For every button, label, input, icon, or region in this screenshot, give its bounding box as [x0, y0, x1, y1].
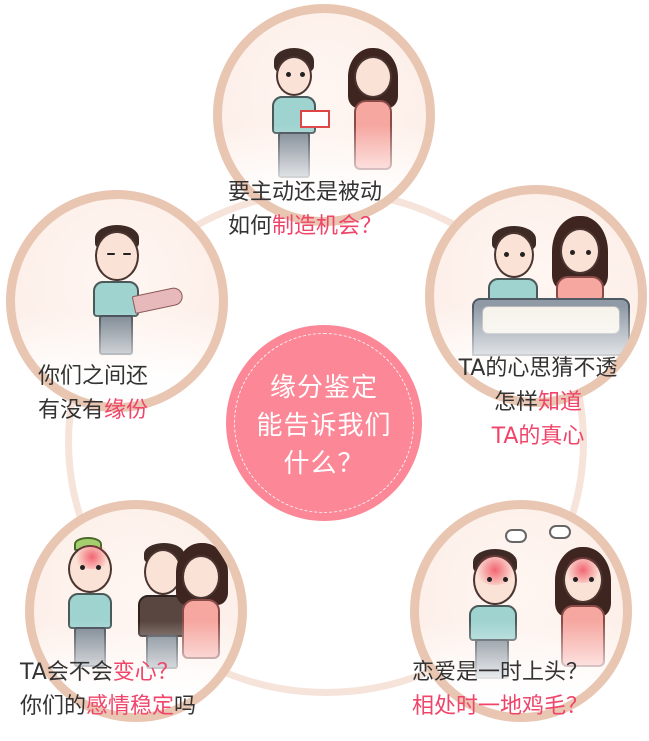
caption-text: 吗 [174, 694, 197, 719]
caption-highlight: 制造机会？ [272, 214, 383, 239]
caption-highlight: 变心？ [112, 660, 179, 685]
caption-text: 怎样 [493, 390, 538, 415]
center-badge: 缘分鉴定 能告诉我们 什么？ [226, 325, 422, 521]
bubble-left [6, 190, 228, 412]
caption-right-line3: TA的真心 [491, 424, 585, 449]
caption-bottom-right: 恋爱是一时上头？ 相处时一地鸡毛？ [412, 656, 588, 724]
caption-bottom-left: TA会不会变心？ 你们的感情稳定吗 [20, 656, 196, 724]
caption-br-line1: 恋爱是一时上头？ [412, 660, 589, 685]
caption-left: 你们之间还 有没有缘份 [38, 360, 148, 428]
caption-text: TA会不会 [20, 660, 113, 685]
caption-right-line1: TA的心思猜不透 [458, 356, 618, 381]
bubble-fade [434, 306, 638, 398]
caption-highlight: 知道 [538, 390, 583, 415]
center-line-3: 什么？ [283, 449, 365, 479]
caption-right-line2: 怎样知道 [438, 386, 638, 420]
caption-text: 如何 [228, 214, 273, 239]
steam-icon [505, 529, 527, 543]
bubble-fade [15, 311, 219, 403]
caption-bl-line1: TA会不会变心？ [20, 656, 196, 690]
caption-left-line1: 你们之间还 [38, 364, 149, 389]
caption-text: 有没有 [38, 398, 105, 423]
bubble-fade [222, 125, 426, 217]
caption-top: 要主动还是被动 如何制造机会？ [228, 176, 382, 244]
bubble-bottom-right [410, 500, 632, 722]
bubble-fade [419, 621, 623, 713]
caption-right: TA的心思猜不透 怎样知道 TA的真心 [438, 352, 638, 454]
caption-br-line2: 相处时一地鸡毛？ [412, 694, 589, 719]
center-line-1: 缘分鉴定 [269, 373, 378, 403]
center-title: 缘分鉴定 能告诉我们 什么？ [226, 369, 422, 483]
caption-text: 你们的 [20, 694, 87, 719]
caption-top-line2: 如何制造机会？ [228, 210, 382, 244]
bubble-fade [34, 621, 238, 713]
caption-highlight: 缘份 [104, 398, 149, 423]
bubble-bottom-left [25, 500, 247, 722]
caption-left-line2: 有没有缘份 [38, 394, 148, 428]
caption-top-line1: 要主动还是被动 [228, 180, 383, 205]
bubble-top [213, 4, 435, 226]
bouquet-icon [131, 285, 185, 315]
bubble-right [425, 185, 647, 407]
dashed-border [234, 333, 414, 513]
steam-icon [549, 525, 571, 539]
caption-highlight: 感情稳定 [86, 694, 175, 719]
center-line-2: 能告诉我们 [256, 411, 392, 441]
caption-bl-line2: 你们的感情稳定吗 [20, 690, 196, 724]
